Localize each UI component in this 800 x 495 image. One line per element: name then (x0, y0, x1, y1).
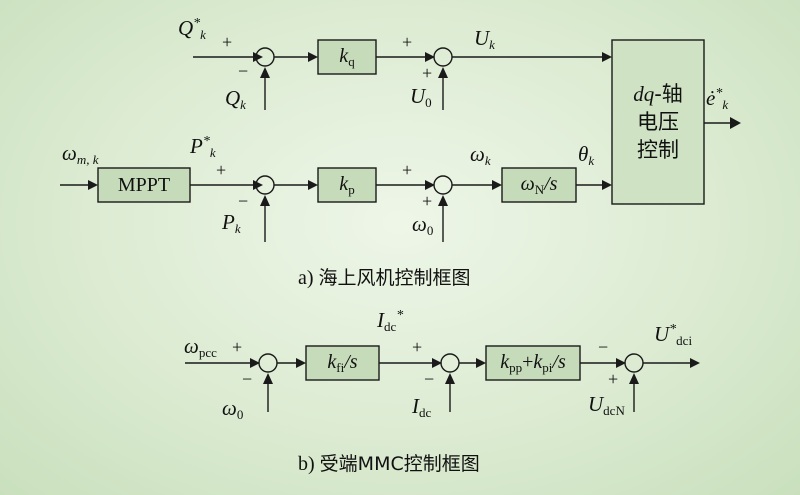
summing-junction-b1 (258, 353, 278, 373)
block-integrator (501, 167, 577, 203)
arrowhead (425, 180, 435, 190)
arrowhead (432, 358, 442, 368)
sign-minus: − (238, 61, 249, 81)
summing-junction-b3 (624, 353, 644, 373)
label-udcn: UdcN (588, 392, 625, 418)
arrowhead (438, 195, 448, 206)
arrowhead (263, 373, 273, 384)
block-kfi-label: kfi/s (327, 351, 358, 375)
label-omega0-b: ω0 (222, 396, 244, 422)
arrowhead (602, 180, 612, 190)
label-p-ref: P*k (190, 134, 216, 160)
arrowhead (296, 358, 306, 368)
block-kfi (305, 345, 380, 381)
arrowhead (616, 358, 626, 368)
label-q-meas: Qk (225, 86, 246, 112)
arrowhead (250, 358, 260, 368)
sign-plus: + (608, 369, 619, 389)
arrowhead (260, 67, 270, 78)
arrowhead (253, 52, 263, 62)
sign-plus: + (222, 32, 233, 52)
arrowhead (730, 117, 741, 129)
label-omega-m: ωm, k (62, 141, 99, 167)
label-e-out: ė*k (706, 86, 729, 112)
label-u0: U0 (410, 84, 432, 110)
arrowhead (308, 180, 318, 190)
sign-plus: + (422, 63, 433, 83)
summing-junction-b2 (440, 353, 460, 373)
sign-plus: + (412, 337, 423, 357)
sign-plus: + (402, 32, 413, 52)
sign-plus: + (232, 337, 243, 357)
block-pi (485, 345, 581, 381)
arrowhead (690, 358, 700, 368)
label-omega-pcc: ωpcc (184, 334, 217, 360)
summing-junction-u (433, 47, 453, 67)
label-omega-k: ωk (470, 142, 491, 168)
caption-b: b) 受端MMC控制框图 (298, 453, 480, 475)
label-udci-ref: U*dci (654, 322, 693, 348)
label-idc-ref: Idc* (377, 308, 404, 334)
block-mppt-label: MPPT (117, 174, 171, 196)
arrowhead (602, 52, 612, 62)
arrowhead (629, 373, 639, 384)
arrowhead (476, 358, 486, 368)
sign-plus: + (422, 191, 433, 211)
block-kq-label: kq (339, 45, 355, 69)
summing-junction-omega (433, 175, 453, 195)
sign-minus: − (242, 369, 253, 389)
dq-label-line1: dq-轴 (633, 82, 683, 106)
label-omega0-a: ω0 (412, 212, 434, 238)
block-kq (317, 39, 377, 75)
label-p-meas: Pk (222, 210, 241, 236)
block-integrator-label: ωN/s (520, 173, 558, 197)
arrowhead (88, 180, 98, 190)
block-dq-voltage-control (611, 39, 705, 205)
sign-plus: + (216, 160, 227, 180)
block-kp (317, 167, 377, 203)
sign-plus: + (402, 160, 413, 180)
arrowhead (253, 180, 263, 190)
label-theta-k: θk (578, 142, 595, 168)
caption-a: a) 海上风机控制框图 (298, 267, 471, 289)
sign-minus: − (238, 191, 249, 211)
arrowhead (445, 373, 455, 384)
block-mppt (97, 167, 191, 203)
arrowhead (438, 67, 448, 78)
dq-label-line3: 控制 (637, 138, 679, 162)
arrowhead (308, 52, 318, 62)
block-kp-label: kp (339, 173, 355, 197)
arrowhead (492, 180, 502, 190)
sign-minus: − (598, 337, 609, 357)
arrowhead (425, 52, 435, 62)
sign-minus: − (424, 369, 435, 389)
dq-label-line2: 电压 (637, 110, 679, 134)
block-pi-label: kpp+kpi/s (500, 351, 566, 375)
label-idc: Idc (412, 394, 432, 420)
label-uk: Uk (474, 26, 495, 52)
label-q-ref: Q*k (178, 16, 206, 42)
arrowhead (260, 195, 270, 206)
